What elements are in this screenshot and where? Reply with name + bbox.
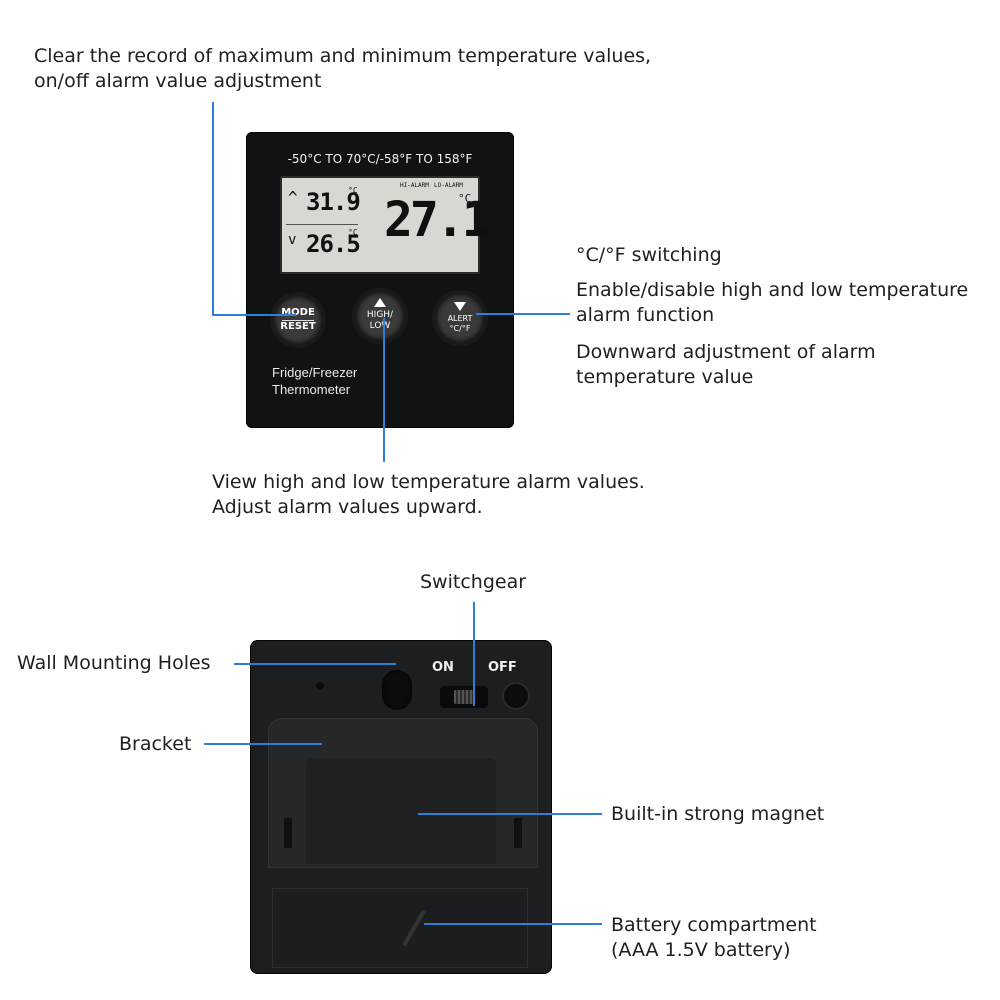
off-label: OFF [488, 660, 517, 675]
low-label: LOW [369, 321, 391, 331]
annotation-enable-alarm: Enable/disable high and low temperature … [576, 279, 969, 326]
max-temperature: 31.9 [306, 188, 361, 216]
lcd-divider [286, 224, 358, 225]
annotation-mode-reset: Clear the record of maximum and minimum … [34, 45, 652, 92]
up-arrow-icon: ^ [288, 188, 298, 207]
annotation-magnet: Built-in strong magnet [611, 803, 825, 825]
reset-label: RESET [280, 321, 316, 332]
bracket [268, 718, 538, 868]
leader-line-switchgear [473, 602, 475, 706]
current-unit: °C [458, 192, 472, 205]
thermometer-front: -50°C TO 70°C/-58°F TO 158°F HI-ALARM LO… [246, 132, 514, 428]
lcd-screen: HI-ALARM LO-ALARM ^ 31.9 °C v 26.5 °C 27… [280, 176, 491, 274]
thermometer-back: ON OFF [250, 640, 552, 974]
sensor-hole [504, 684, 528, 708]
battery-latch-mark [402, 909, 426, 947]
hi-alarm-label: HI-ALARM [400, 182, 429, 189]
annotation-downward-adjust: Downward adjustment of alarm temperature… [576, 341, 876, 388]
leader-line-alert [476, 313, 570, 315]
down-triangle-icon [454, 302, 466, 311]
high-label: HIGH/ [366, 310, 394, 320]
annotation-battery: Battery compartment (AAA 1.5V battery) [611, 914, 817, 961]
leader-line-wall-holes [234, 663, 396, 665]
lo-alarm-label: LO-ALARM [434, 182, 463, 189]
annotation-cf-switching: °C/°F switching [576, 244, 722, 266]
up-triangle-icon [374, 298, 386, 307]
mode-label: MODE [281, 307, 315, 318]
alert-cf-button[interactable]: ALERT °C/°F [436, 294, 484, 342]
bracket-clip-left [284, 818, 292, 848]
battery-compartment [272, 888, 528, 968]
device-name: Fridge/Freezer Thermometer [272, 365, 358, 397]
down-arrow-icon: v [288, 232, 297, 248]
min-unit: °C [348, 228, 358, 237]
leader-line-mode-horizontal [212, 314, 296, 316]
mode-reset-button[interactable]: MODE RESET [274, 296, 322, 344]
power-switch[interactable] [440, 686, 488, 708]
switch-knob[interactable] [454, 690, 474, 704]
leader-line-high-low [383, 318, 385, 462]
range-text: -50°C TO 70°C/-58°F TO 158°F [287, 152, 473, 166]
on-label: ON [432, 660, 454, 675]
magnet-area [306, 758, 496, 864]
leader-line-battery [424, 923, 602, 925]
annotation-wall-holes: Wall Mounting Holes [17, 652, 211, 674]
alert-label: ALERT [447, 314, 473, 323]
annotation-switchgear: Switchgear [420, 571, 527, 593]
mode-divider [282, 320, 314, 321]
leader-line-magnet [418, 813, 602, 815]
high-low-button[interactable]: HIGH/ LOW [356, 292, 404, 340]
leader-line-bracket [204, 743, 322, 745]
leader-line-mode-vertical [212, 102, 214, 316]
bracket-clip-right [514, 818, 522, 848]
annotation-bracket: Bracket [119, 733, 192, 755]
wall-mounting-hole [382, 670, 412, 710]
annotation-high-low: View high and low temperature alarm valu… [212, 471, 645, 518]
current-temperature: 27.1 [384, 192, 491, 248]
cf-label: °C/°F [449, 324, 471, 333]
small-hole [316, 682, 324, 690]
max-unit: °C [348, 186, 358, 195]
min-temperature: 26.5 [306, 230, 361, 258]
